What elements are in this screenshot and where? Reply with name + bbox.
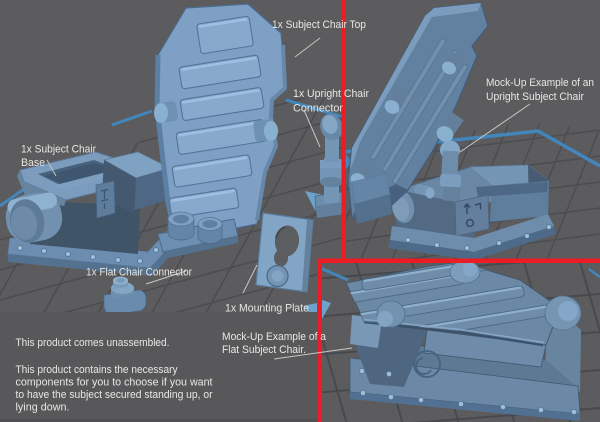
svg-text:1x Subject Chair: 1x Subject Chair — [21, 144, 96, 156]
svg-text:1x Mounting Plate: 1x Mounting Plate — [225, 303, 309, 315]
svg-text:1x Flat Chair Connector: 1x Flat Chair Connector — [86, 267, 192, 279]
svg-text:Mock-Up Example of an: Mock-Up Example of an — [486, 77, 594, 89]
svg-text:Flat Subject Chair.: Flat Subject Chair. — [222, 344, 306, 356]
svg-text:This product contains the nece: This product contains the necessary — [16, 364, 178, 376]
svg-text:components for you to choose i: components for you to choose if you want — [16, 377, 213, 389]
svg-text:Base: Base — [21, 157, 45, 169]
svg-text:Upright Subject Chair: Upright Subject Chair — [486, 91, 584, 103]
svg-text:Mock-Up Example of a: Mock-Up Example of a — [222, 331, 327, 343]
svg-text:1x Subject Chair Top: 1x Subject Chair Top — [272, 19, 366, 31]
svg-text:Connector: Connector — [293, 103, 343, 115]
svg-text:lying down.: lying down. — [16, 402, 70, 414]
svg-text:This product comes unassembled: This product comes unassembled. — [16, 337, 170, 349]
svg-text:to have the subject secured st: to have the subject secured standing up,… — [16, 389, 213, 401]
svg-text:1x Upright Chair: 1x Upright Chair — [293, 88, 369, 100]
